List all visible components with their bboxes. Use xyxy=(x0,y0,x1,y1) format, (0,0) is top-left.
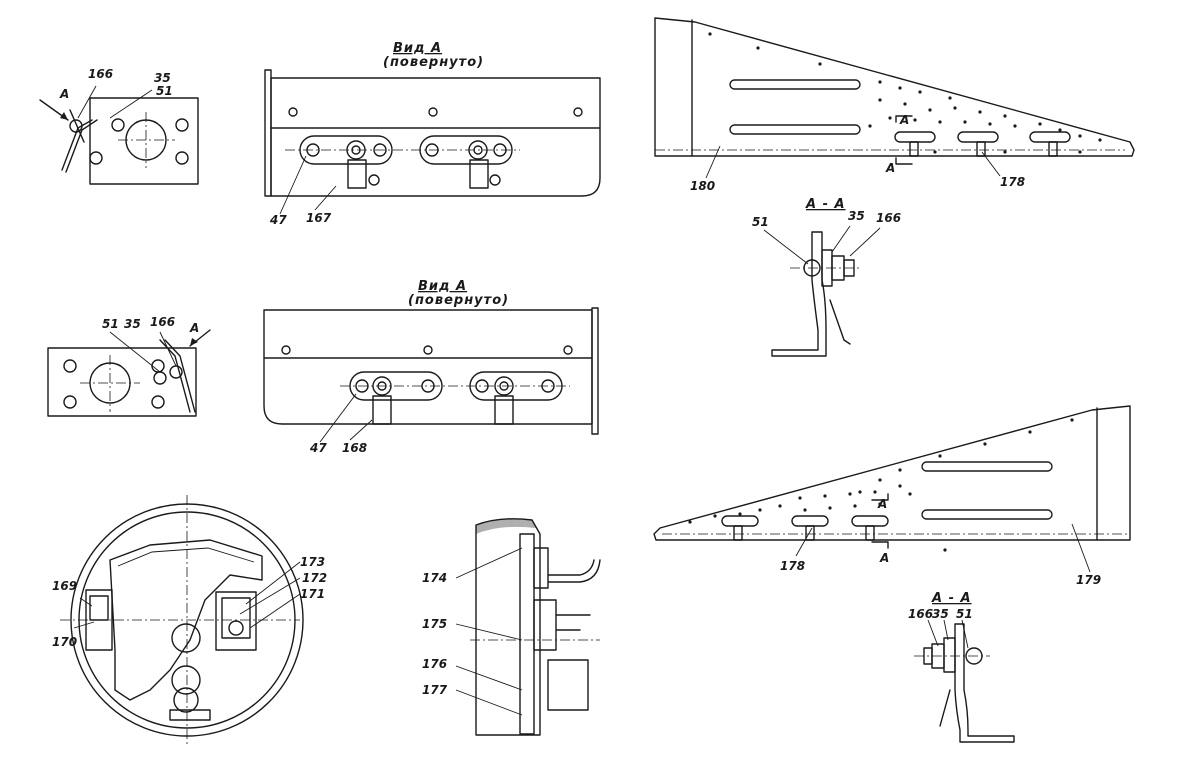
view-a-title-bottom: Вид А xyxy=(418,279,467,294)
section-arrow-a-top-180: А xyxy=(899,113,909,127)
label-170: 170 xyxy=(52,635,77,649)
label-35-top: 35 xyxy=(154,71,171,85)
label-178-bottom: 178 xyxy=(780,559,805,573)
rotated-note-top: (повернуто) xyxy=(383,55,484,70)
label-176: 176 xyxy=(422,657,447,671)
label-47-top: 47 xyxy=(269,213,287,227)
label-51-section-upper: 51 xyxy=(752,215,769,229)
arrow-a-label-bottom: А xyxy=(189,321,199,335)
section-aa-title-upper: А - А xyxy=(805,197,846,212)
label-35-section-upper: 35 xyxy=(848,209,865,223)
arrow-a-label-top: А xyxy=(59,87,69,101)
section-aa-upper xyxy=(763,225,881,357)
label-47-bottom: 47 xyxy=(309,441,327,455)
label-166-top: 166 xyxy=(88,67,113,81)
label-175: 175 xyxy=(422,617,447,631)
housing-side-section xyxy=(455,518,601,736)
wedge-panel-179 xyxy=(653,405,1131,573)
label-166-section-lower: 166 xyxy=(908,607,933,621)
label-179: 179 xyxy=(1076,573,1101,587)
label-169: 169 xyxy=(52,579,77,593)
section-aa-lower xyxy=(914,619,1015,743)
section-aa-title-lower: А - А xyxy=(931,591,972,606)
bracket-view-a-167 xyxy=(264,69,601,215)
label-35-section-lower: 35 xyxy=(932,607,949,621)
bracket-view-a-168 xyxy=(263,307,599,443)
label-166-bottom: 166 xyxy=(150,315,175,329)
bracket-plate-top xyxy=(39,85,199,185)
label-167: 167 xyxy=(306,211,332,225)
round-housing-front xyxy=(60,495,304,745)
label-35-bottom: 35 xyxy=(124,317,141,331)
label-172: 172 xyxy=(302,571,327,585)
label-178-top: 178 xyxy=(1000,175,1025,189)
label-51-bottom: 51 xyxy=(102,317,119,331)
section-arrow-a-top-179: А xyxy=(877,497,887,511)
label-173: 173 xyxy=(300,555,325,569)
label-177: 177 xyxy=(422,683,448,697)
label-51-top: 51 xyxy=(156,84,173,98)
label-51-section-lower: 51 xyxy=(956,607,973,621)
wedge-panel-180 xyxy=(654,17,1135,179)
rotated-note-bottom: (повернуто) xyxy=(408,293,509,308)
label-180: 180 xyxy=(690,179,715,193)
label-168: 168 xyxy=(342,441,367,455)
label-166-section-upper: 166 xyxy=(876,211,901,225)
view-a-title-top: Вид А xyxy=(393,41,442,56)
bracket-plate-bottom xyxy=(47,329,211,417)
label-174: 174 xyxy=(422,571,447,585)
label-171: 171 xyxy=(300,587,325,601)
section-arrow-a-bottom-180: А xyxy=(885,161,895,175)
section-arrow-a-bottom-179: А xyxy=(879,551,889,565)
